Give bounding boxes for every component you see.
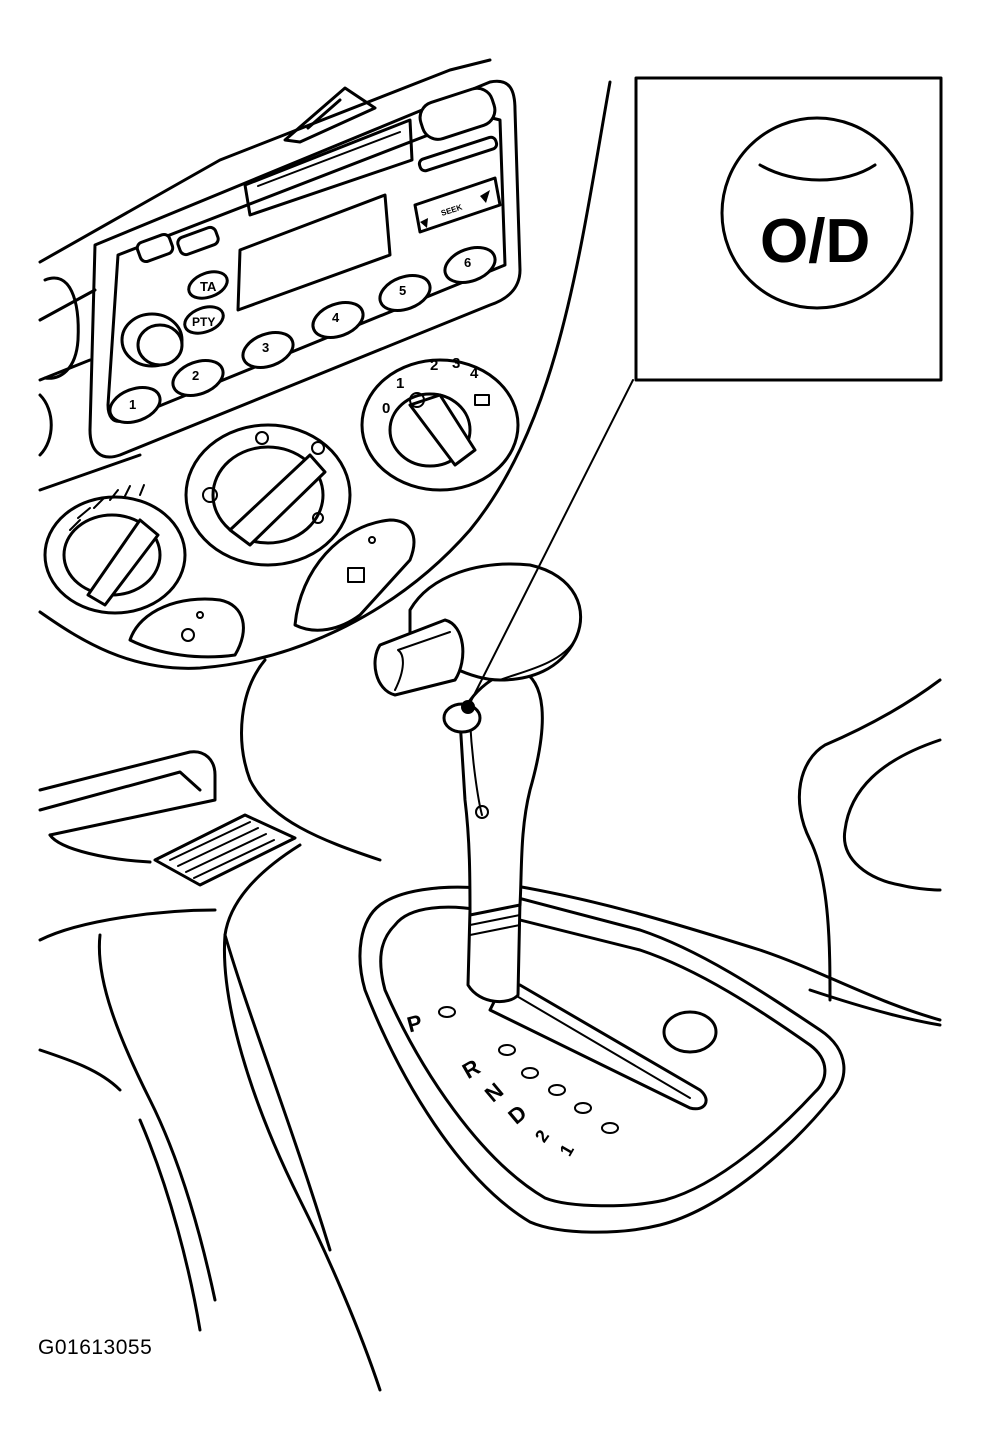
preset-button-5[interactable]: 5 xyxy=(375,269,435,317)
pty-label: PTY xyxy=(192,315,215,329)
od-callout: O/D xyxy=(467,76,943,708)
recirc-icon xyxy=(474,394,490,406)
air-distribution-knob[interactable] xyxy=(184,423,352,567)
shift-lever[interactable] xyxy=(373,562,583,1004)
callout-box xyxy=(634,76,943,382)
center-console xyxy=(38,658,942,1392)
seek-right-icon xyxy=(480,190,490,203)
shift-gate-slot xyxy=(488,983,708,1111)
preset-button-3[interactable]: 3 xyxy=(238,326,298,374)
preset-button-2[interactable]: 2 xyxy=(168,354,228,402)
eject-button[interactable] xyxy=(416,84,499,143)
temperature-knob[interactable] xyxy=(43,484,187,615)
left-vent xyxy=(38,276,80,457)
dashboard-outline xyxy=(38,58,612,670)
preset-label: 4 xyxy=(332,310,340,325)
radio-small-button[interactable] xyxy=(135,232,175,264)
preset-button-1[interactable]: 1 xyxy=(105,381,165,429)
callout-leader-line xyxy=(467,379,634,708)
radio-unit: TA PTY SEEK 1 2 3 4 xyxy=(88,79,522,459)
ac-icon xyxy=(347,567,365,583)
od-button-closeup xyxy=(720,116,914,310)
gear-label-p: P xyxy=(404,1009,425,1037)
floor-vent-icon xyxy=(311,441,325,455)
ta-button[interactable]: TA xyxy=(185,267,231,303)
windshield-icon xyxy=(312,512,324,524)
shift-release-button[interactable] xyxy=(373,618,465,697)
seek-left-icon xyxy=(420,218,428,228)
fan-label: 1 xyxy=(396,375,404,392)
fan-speed-knob[interactable]: 0 1 2 3 4 xyxy=(360,355,520,492)
preset-button-6[interactable]: 6 xyxy=(440,241,500,289)
preset-label: 1 xyxy=(129,397,136,412)
od-button-indicator-arc xyxy=(758,163,877,182)
seek-label: SEEK xyxy=(440,203,464,218)
rear-defrost-icon xyxy=(181,628,195,642)
od-button-label: O/D xyxy=(760,207,870,276)
seek-button[interactable] xyxy=(413,176,502,234)
ac-button[interactable] xyxy=(293,518,416,632)
face-vent-icon xyxy=(202,487,218,503)
rear-defrost-button[interactable] xyxy=(128,597,245,659)
defrost-icon xyxy=(255,431,269,445)
radio-small-button[interactable] xyxy=(176,225,220,257)
fan-label: 2 xyxy=(430,357,438,374)
preset-label: 6 xyxy=(464,255,471,270)
pty-button[interactable]: PTY xyxy=(181,302,227,338)
fan-label: 4 xyxy=(470,365,479,382)
ta-label: TA xyxy=(200,279,217,294)
fan-label: 0 xyxy=(382,400,390,417)
preset-button-4[interactable]: 4 xyxy=(308,296,368,344)
preset-label: 3 xyxy=(262,340,269,355)
figure-id: G01613055 xyxy=(38,1336,153,1359)
fan-label: 3 xyxy=(452,355,460,372)
shift-lock-override[interactable] xyxy=(662,1010,718,1054)
shift-gate-plate xyxy=(358,885,846,1234)
preset-label: 2 xyxy=(192,368,199,383)
preset-label: 5 xyxy=(399,283,406,298)
